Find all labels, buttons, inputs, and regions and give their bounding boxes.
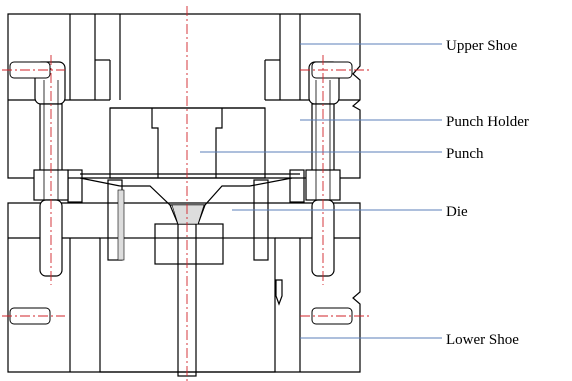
centerlines: [2, 6, 370, 381]
label-upper-shoe: Upper Shoe: [446, 38, 518, 54]
label-punch: Punch: [446, 146, 484, 162]
label-lower-shoe: Lower Shoe: [446, 332, 519, 348]
die-set-outline: [7, 13, 361, 377]
label-die: Die: [446, 204, 468, 220]
leader-lines: [200, 43, 442, 339]
label-punch-holder: Punch Holder: [446, 114, 529, 130]
